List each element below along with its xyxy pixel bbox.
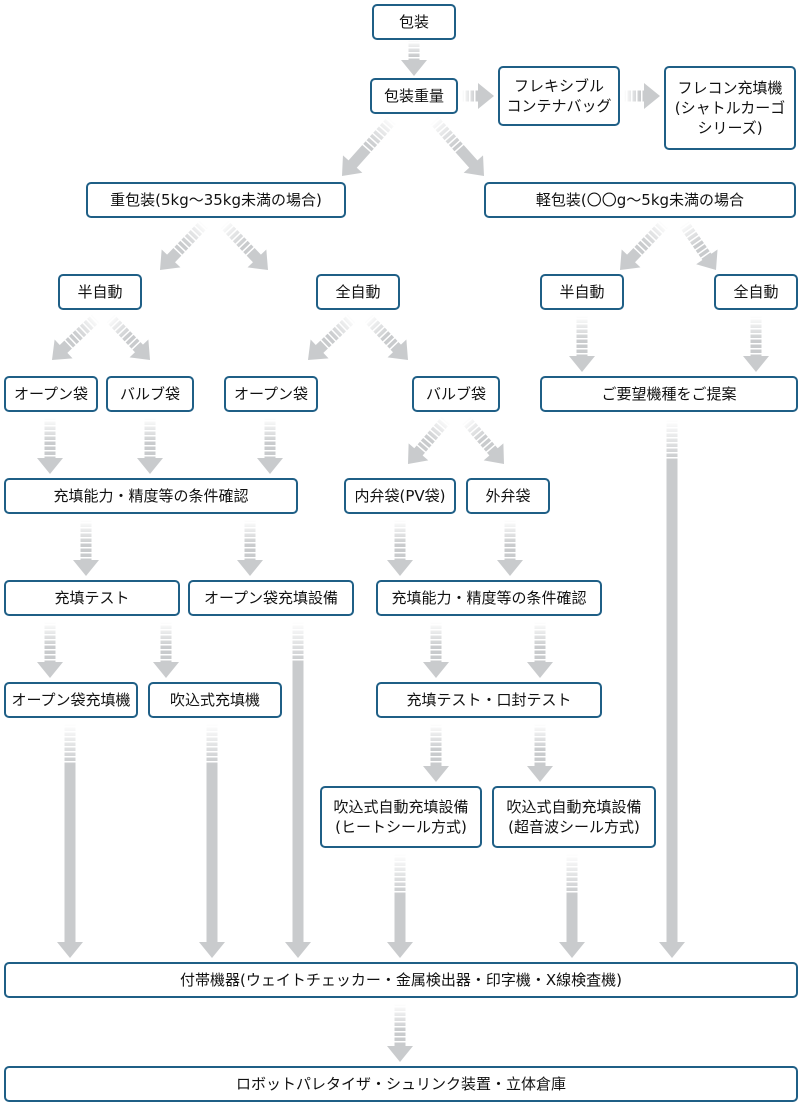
arrow-semi-auto-to-valve-bag [106, 314, 150, 361]
arrow-weight-to-light [429, 116, 485, 177]
arrow-full-auto-to-valve-bag [364, 314, 408, 361]
arrow-fill-test-to-open-filler [37, 622, 63, 678]
arrow-light-full-to-proposal [743, 316, 769, 372]
arrow-weight-to-heavy [341, 116, 397, 177]
arrow-valve-bag1-to-check [137, 418, 163, 474]
node-inner-valve-bag: 内弁袋(PV袋) [344, 478, 456, 514]
arrow-check2-to-seal-test-2 [527, 622, 553, 678]
arrow-ultrasonic-to-accessories [559, 854, 585, 958]
arrow-open-bag2-to-check [257, 418, 283, 474]
arrow-seal-test-to-ultrasonic [527, 724, 553, 782]
arrow-weight-to-flexible-bag [462, 83, 494, 109]
arrow-check2-to-seal-test [423, 622, 449, 678]
arrow-packaging-to-weight [401, 40, 427, 76]
arrow-blow-filler-to-accessories [199, 724, 225, 958]
arrow-seal-test-to-heat [423, 724, 449, 782]
node-robot-palletizer: ロボットパレタイザ・シュリンク装置・立体倉庫 [4, 1066, 798, 1102]
node-blow-auto-ultrasonic-seal: 吹込式自動充填設備 (超音波シール方式) [492, 786, 656, 848]
arrow-proposal-to-accessories [659, 420, 685, 958]
node-open-bag-fill-equipment: オープン袋充填設備 [188, 580, 354, 616]
arrow-light-to-full-auto [679, 220, 718, 270]
node-blow-filler: 吹込式充填機 [148, 682, 282, 718]
node-open-bag-filler: オープン袋充填機 [4, 682, 138, 718]
arrow-heat-to-accessories [387, 854, 413, 958]
node-fill-seal-test: 充填テスト・口封テスト [376, 682, 602, 718]
arrow-light-to-semi-auto [620, 220, 668, 270]
node-condition-check-2: 充填能力・精度等の条件確認 [376, 580, 602, 616]
node-light-semi-auto: 半自動 [540, 274, 624, 310]
arrow-flexible-bag-to-flecon [624, 83, 660, 109]
arrow-valve-bag2-to-inner [407, 416, 451, 465]
node-heavy-semi-auto: 半自動 [58, 274, 142, 310]
node-heavy-packaging: 重包装(5kg〜35kg未満の場合) [86, 182, 346, 218]
arrow-valve-bag2-to-outer [461, 416, 505, 465]
node-fill-test: 充填テスト [4, 580, 180, 616]
node-flecon-filler: フレコン充填機 (シャトルカーゴ シリーズ) [664, 66, 796, 150]
arrow-fill-test-to-blow-filler [153, 622, 179, 678]
arrow-heavy-to-full-auto [220, 220, 268, 270]
arrow-full-auto-to-open-bag [308, 314, 356, 360]
node-valve-bag-2: バルブ袋 [412, 376, 500, 412]
node-open-bag-2: オープン袋 [224, 376, 318, 412]
node-light-full-auto: 全自動 [714, 274, 798, 310]
node-flexible-container-bag: フレキシブル コンテナバッグ [498, 66, 620, 126]
arrow-light-semi-to-proposal [569, 316, 595, 372]
node-packaging: 包装 [372, 4, 456, 40]
node-blow-auto-heat-seal: 吹込式自動充填設備 (ヒートシール方式) [320, 786, 482, 848]
node-heavy-full-auto: 全自動 [316, 274, 400, 310]
node-condition-check-1: 充填能力・精度等の条件確認 [4, 478, 298, 514]
arrow-outer-to-check2 [497, 520, 523, 576]
node-accessories: 付帯機器(ウェイトチェッカー・金属検出器・印字機・X線検査機) [4, 962, 798, 998]
arrow-check-to-open-equipment [237, 520, 263, 576]
arrow-open-bag1-to-check [37, 418, 63, 474]
node-package-weight: 包装重量 [370, 78, 458, 114]
node-open-bag-1: オープン袋 [4, 376, 98, 412]
arrow-accessories-to-robot [387, 1004, 413, 1062]
arrow-semi-auto-to-open-bag [52, 314, 100, 360]
arrow-equipment-to-accessories [285, 622, 311, 958]
arrow-check-to-fill-test [73, 520, 99, 576]
node-proposal: ご要望機種をご提案 [540, 376, 798, 412]
node-outer-valve-bag: 外弁袋 [466, 478, 550, 514]
node-light-packaging: 軽包装(〇〇g〜5kg未満の場合 [484, 182, 796, 218]
arrow-open-filler-to-accessories [57, 724, 83, 958]
arrow-heavy-to-semi-auto [160, 220, 208, 270]
arrow-inner-to-check2 [387, 520, 413, 576]
node-valve-bag-1: バルブ袋 [106, 376, 194, 412]
